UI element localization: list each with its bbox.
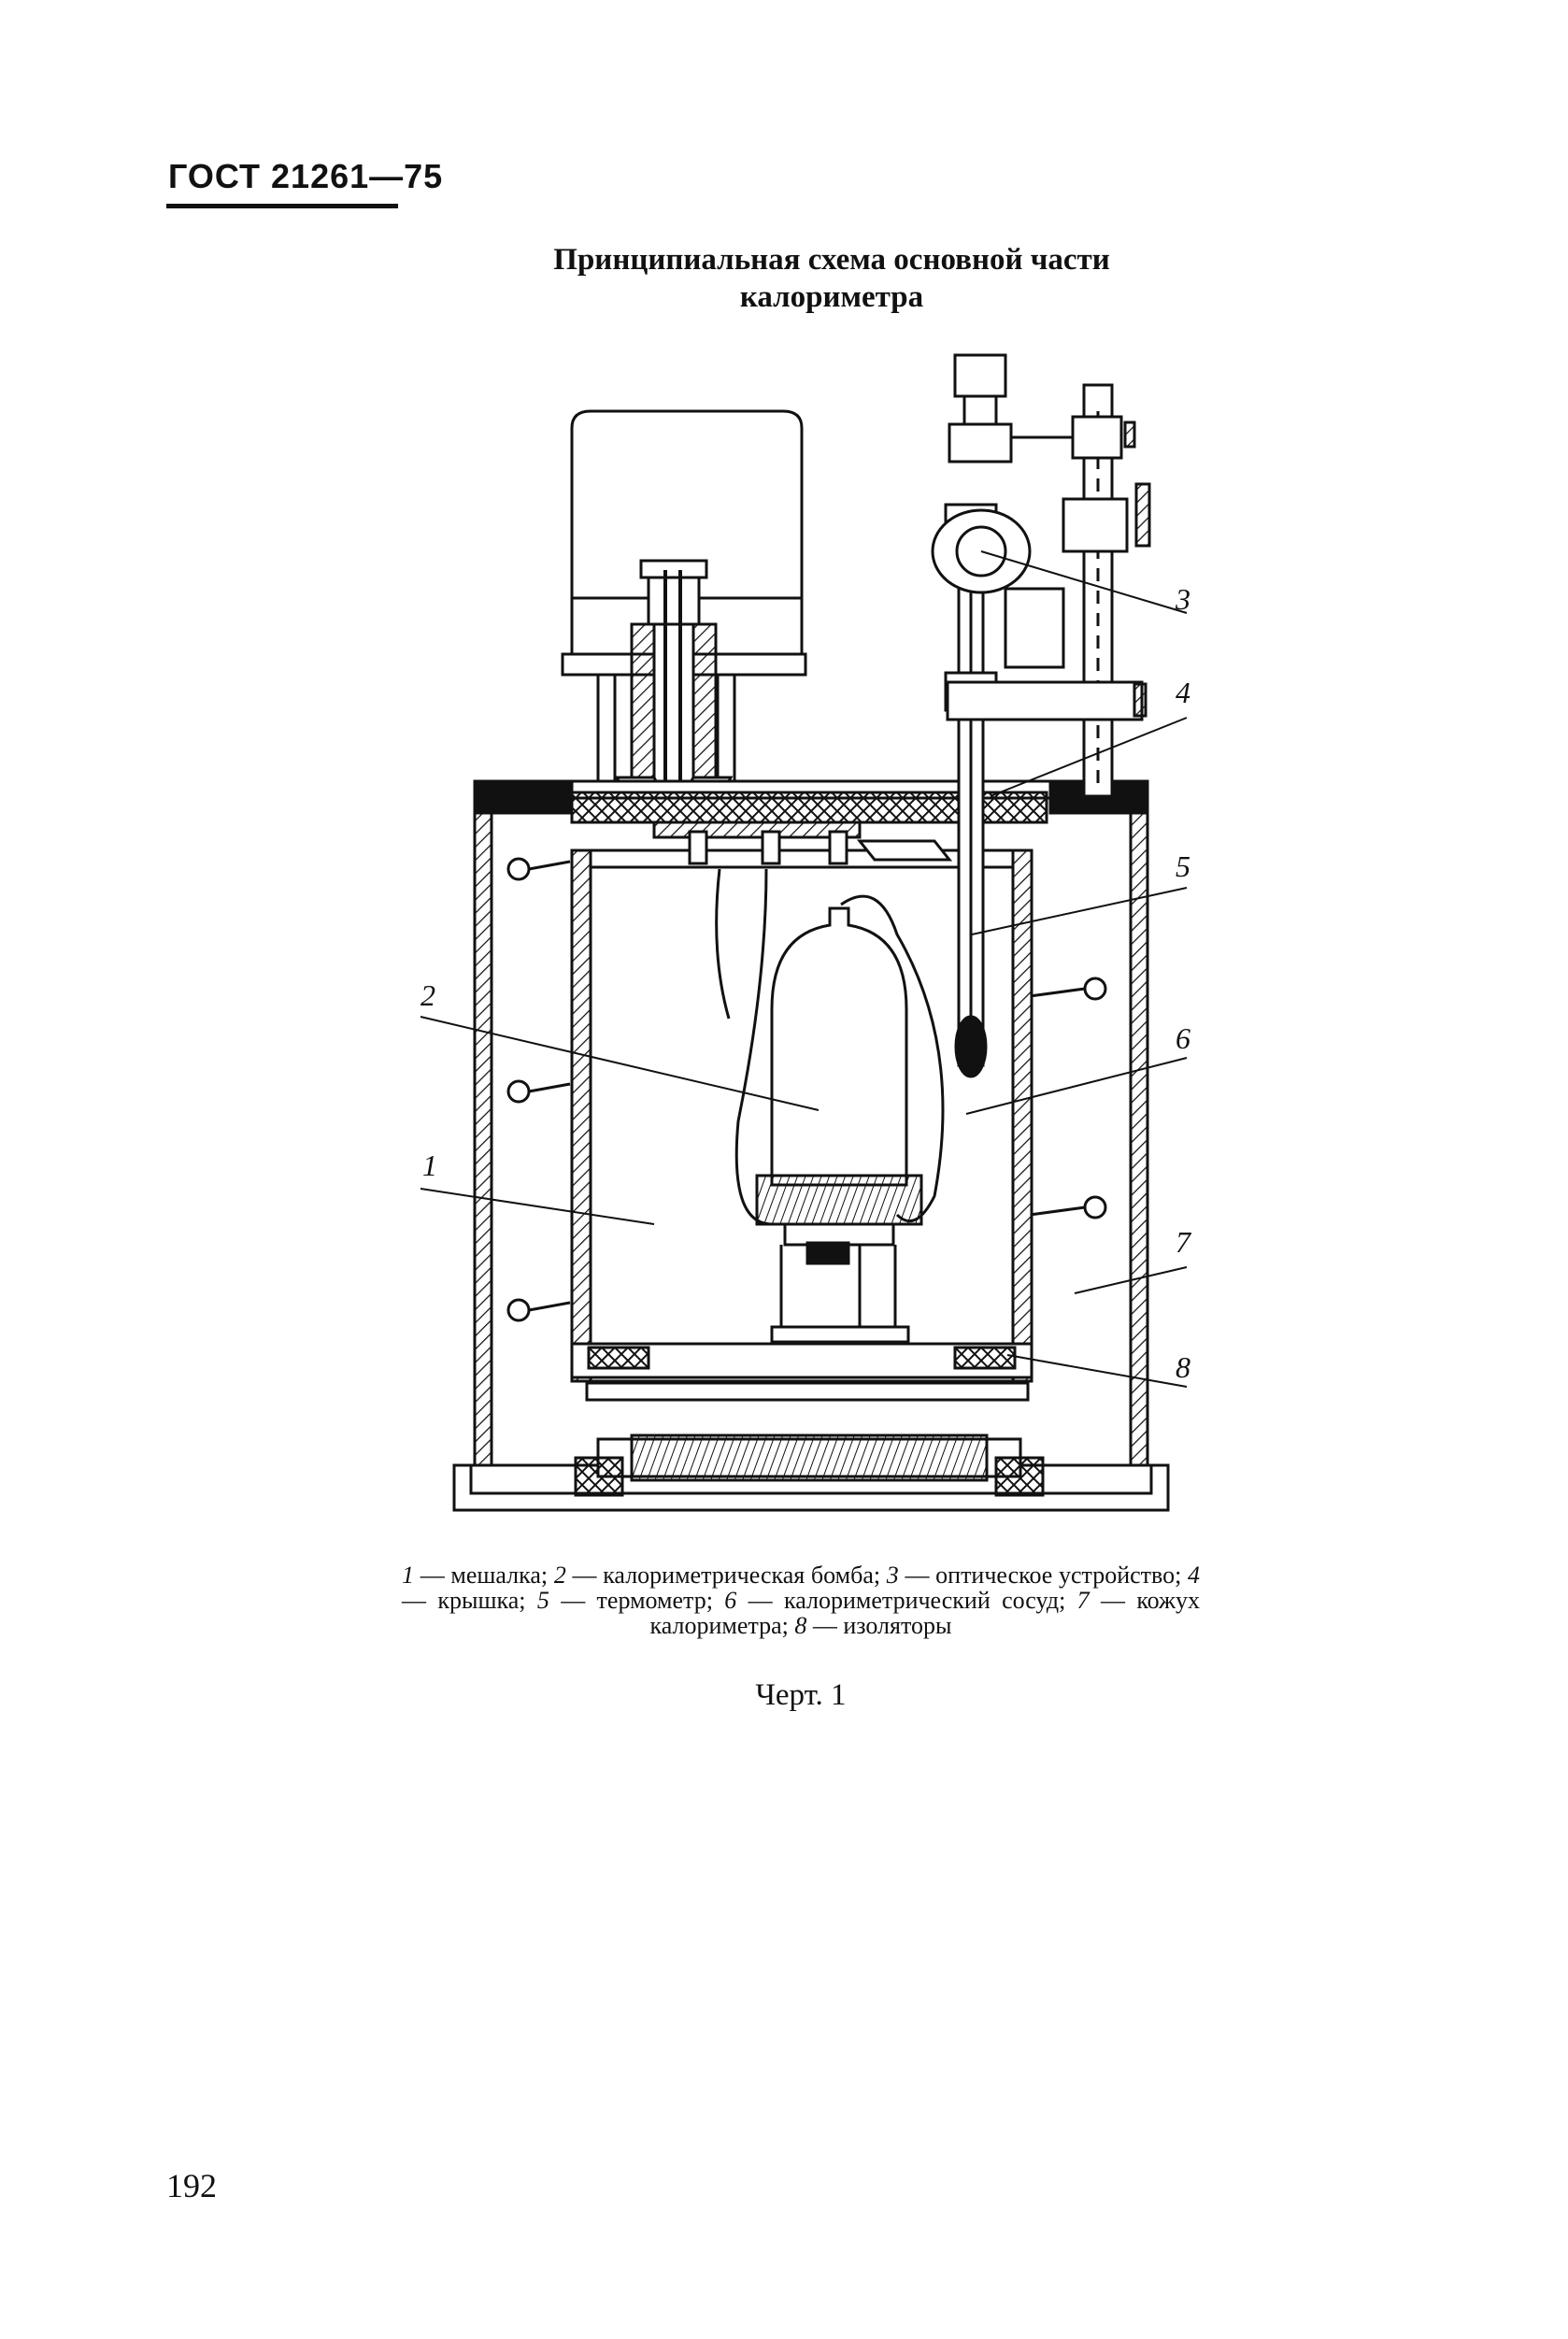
callout-1: 1 (422, 1148, 437, 1182)
legend-item-1: 1 — мешалка; (402, 1562, 549, 1589)
header-rule (166, 204, 398, 208)
callout-2: 2 (421, 978, 435, 1012)
figure-label: Черт. 1 (755, 1678, 847, 1712)
page-number: 192 (166, 2167, 217, 2204)
document-header: ГОСТ 21261—75 (168, 157, 444, 195)
figure-title-line-1: Принципиальная схема основной части (553, 243, 1110, 277)
calorimetric-bomb (715, 868, 945, 1344)
callout-3: 3 (1175, 582, 1190, 616)
callout-4: 4 (1176, 676, 1190, 709)
callout-6: 6 (1176, 1021, 1190, 1055)
legend-item-5: 5 — термометр; (536, 1587, 713, 1614)
callout-5: 5 (1176, 849, 1190, 883)
legend-item-4: 4 — крышка; (402, 1562, 1201, 1614)
figure-title-line-2: калориметра (739, 280, 924, 314)
callout-8: 8 (1176, 1350, 1190, 1384)
legend-item-2: 2 — калориметрическая бомба; (553, 1562, 881, 1589)
legend-item-7: 7 — кожух калориметра; (649, 1587, 1200, 1639)
callout-7: 7 (1176, 1225, 1192, 1259)
figure-title: Принципиальная схема основной части кало… (411, 241, 1252, 316)
figure-legend: 1 — мешалка; 2 — калориметрическая бомба… (402, 1562, 1200, 1638)
legend-item-3: 3 — оптическое устройство; (886, 1562, 1182, 1589)
legend-item-6: 6 — калориметрический сосуд; (724, 1587, 1066, 1614)
callout-leaders (420, 550, 1188, 1388)
legend-item-8: 8 — изоляторы (794, 1612, 952, 1639)
